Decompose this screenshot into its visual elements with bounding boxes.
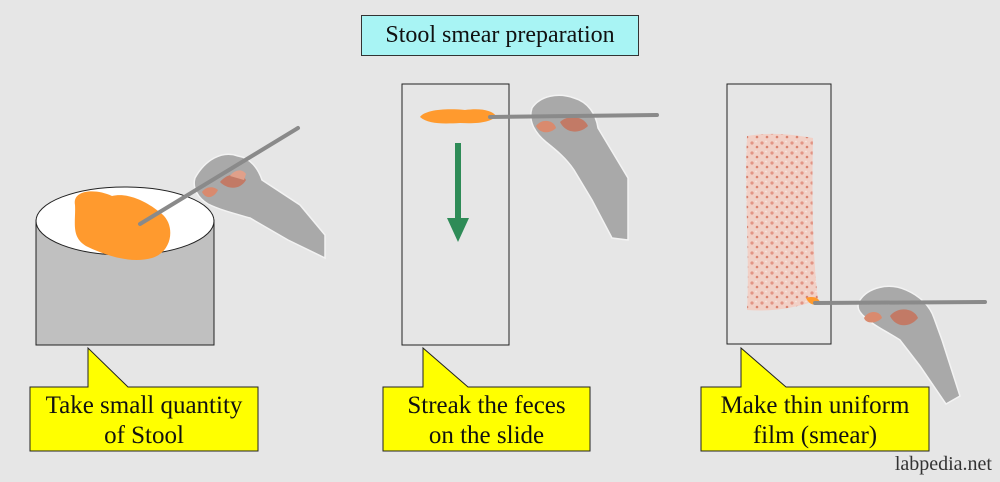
thin-smear (746, 133, 818, 311)
hand-icon (193, 153, 326, 260)
step-3-caption: Make thin uniform film (smear) (701, 391, 929, 451)
stool-streak (420, 109, 496, 124)
step-2-line-2: on the slide (428, 422, 545, 449)
callout-bubble (29, 346, 259, 452)
step-2-caption: Streak the feces on the slide (383, 391, 590, 451)
step-1-caption: Take small quantity of Stool (30, 391, 258, 451)
stool-sample (74, 191, 171, 260)
hand-icon (530, 94, 629, 241)
step-3-line-1: Make thin uniform (720, 392, 910, 419)
glass-slide (726, 83, 832, 345)
applicator-stick (138, 126, 300, 226)
watermark: labpedia.net (894, 453, 992, 475)
applicator-stick (488, 113, 659, 119)
title: Stool smear preparation (361, 15, 639, 56)
step-1-line-1: Take small quantity (45, 392, 243, 419)
applicator-stick (813, 300, 987, 305)
callout-bubble (700, 346, 930, 452)
callout-bubble (382, 346, 591, 452)
glass-slide (401, 83, 510, 346)
hand-icon (857, 285, 961, 405)
step-1-line-2: of Stool (104, 422, 184, 449)
down-arrow-icon (447, 143, 469, 242)
step-3-line-2: film (smear) (752, 422, 878, 449)
step-2-line-1: Streak the feces (407, 392, 566, 419)
